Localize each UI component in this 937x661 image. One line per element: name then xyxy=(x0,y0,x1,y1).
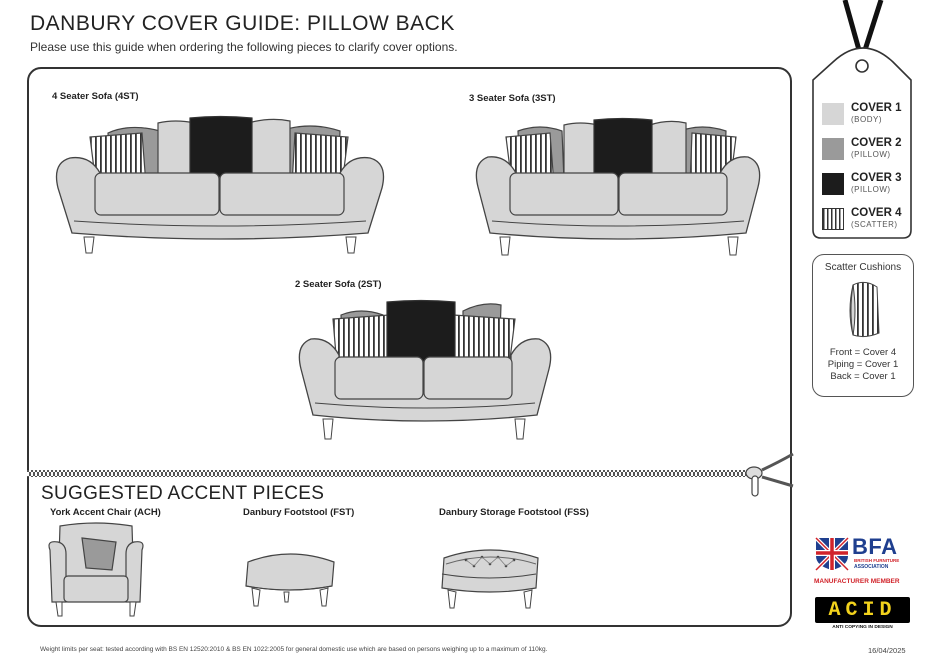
footer-date: 16/04/2025 xyxy=(868,646,906,655)
storage-footstool-illustration xyxy=(441,549,539,609)
bfa-sub-2: ASSOCIATION xyxy=(854,564,889,570)
sofa-3st-illustration xyxy=(475,117,761,256)
footstool-illustration xyxy=(245,553,335,607)
accent-label-storage-footstool: Danbury Storage Footstool (FSS) xyxy=(439,507,589,518)
accent-chair-illustration xyxy=(48,522,144,617)
scatter-cushions-title: Scatter Cushions xyxy=(824,262,902,273)
sofa-2st-illustration xyxy=(298,299,552,440)
footer-weight-note: Weight limits per seat: tested according… xyxy=(40,646,548,653)
scatter-piping-line: Piping = Cover 1 xyxy=(827,359,899,370)
legend-item-cover-2: COVER 2(PILLOW) xyxy=(822,131,912,166)
accent-label-chair: York Accent Chair (ACH) xyxy=(50,507,161,518)
bfa-sub-1: BRITISH FURNITURE xyxy=(854,558,900,563)
swatch-cover-2 xyxy=(822,137,844,160)
zip-divider xyxy=(27,452,794,497)
acid-wordmark: ACID xyxy=(828,599,897,622)
swatch-cover-4 xyxy=(822,207,844,230)
scatter-cushions-panel: Scatter Cushions Front = Cover 4 Piping … xyxy=(812,254,914,397)
accent-label-footstool: Danbury Footstool (FST) xyxy=(243,507,355,518)
sofa-label-3st: 3 Seater Sofa (3ST) xyxy=(469,93,556,104)
legend-item-cover-3: COVER 3(PILLOW) xyxy=(822,166,912,201)
legend-cover-1-sub: (BODY) xyxy=(851,114,882,124)
scatter-cushion-illustration xyxy=(849,281,880,338)
legend-item-cover-4: COVER 4(SCATTER) xyxy=(822,201,912,236)
scatter-front-line: Front = Cover 4 xyxy=(829,347,897,358)
legend-cover-2-name: COVER 2 xyxy=(851,136,902,149)
legend-cover-1-name: COVER 1 xyxy=(851,101,902,114)
bfa-flag-icon xyxy=(814,536,850,572)
cover-legend: COVER 1(BODY) COVER 2(PILLOW) COVER 3(PI… xyxy=(822,96,912,236)
legend-cover-3-sub: (PILLOW) xyxy=(851,184,891,194)
legend-cover-3-name: COVER 3 xyxy=(851,171,902,184)
sofa-label-2st: 2 Seater Sofa (2ST) xyxy=(295,279,382,290)
acid-sub-text: ANTI COPYING IN DESIGN xyxy=(832,625,893,630)
legend-item-cover-1: COVER 1(BODY) xyxy=(822,96,912,131)
scatter-back-line: Back = Cover 1 xyxy=(830,371,896,382)
sofa-label-4st: 4 Seater Sofa (4ST) xyxy=(52,91,139,102)
sofa-panel xyxy=(27,67,792,627)
bfa-logo: BFA BRITISH FURNITURE ASSOCIATION MANUFA… xyxy=(814,534,914,592)
swatch-cover-3 xyxy=(822,172,844,195)
accent-section-title: SUGGESTED ACCENT PIECES xyxy=(41,483,325,504)
bfa-wordmark: BFA xyxy=(852,534,898,559)
sofa-4st-illustration xyxy=(55,115,385,254)
swatch-cover-1 xyxy=(822,102,844,125)
page-subtitle: Please use this guide when ordering the … xyxy=(30,40,458,54)
acid-logo: ACID ANTI COPYING IN DESIGN xyxy=(815,597,910,633)
legend-cover-4-sub: (SCATTER) xyxy=(851,219,898,229)
legend-cover-2-sub: (PILLOW) xyxy=(851,149,891,159)
page-title: DANBURY COVER GUIDE: PILLOW BACK xyxy=(30,12,455,35)
bfa-member-text: MANUFACTURER MEMBER xyxy=(814,578,900,585)
legend-cover-4-name: COVER 4 xyxy=(851,206,902,219)
